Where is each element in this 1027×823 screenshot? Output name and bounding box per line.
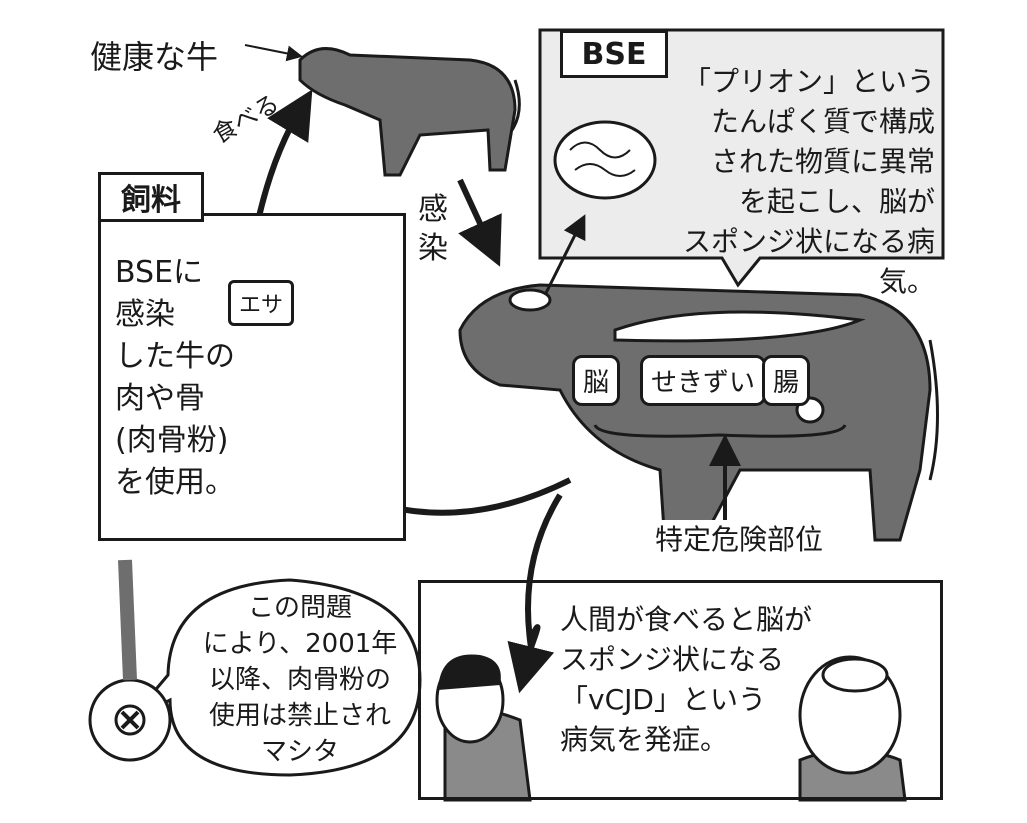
people-illustration [435, 654, 907, 802]
bse-title: BSE [560, 30, 668, 78]
brain-label: 脳 [572, 355, 621, 406]
bse-description: 「プリオン」という たんぱく質で構成 された物質に異常 を起こし、脳が スポンジ… [682, 65, 935, 298]
bubble-text: この問題 により、2001年 以降、肉骨粉の 使用は禁止され マシタ [202, 593, 398, 767]
intestine-label: 腸 [762, 355, 811, 406]
healthy-cow-label: 健康な牛 [90, 38, 219, 76]
spine-label: せきずい [640, 355, 767, 406]
bse-panel-bg [538, 28, 945, 288]
speech-bubble [128, 578, 422, 777]
risk-parts-label: 特定危険部位 [655, 520, 824, 559]
infection-label: 感染 [418, 192, 448, 266]
feed-description: BSEに 感染 した牛の 肉や骨 (肉骨粉) を使用。 [115, 255, 235, 500]
character-icon [88, 559, 172, 762]
healthy-cow-icon [298, 47, 521, 177]
spine-shape [613, 310, 866, 343]
human-panel [418, 580, 943, 800]
infected-cow-icon [458, 283, 939, 547]
feed-panel [98, 213, 406, 541]
feed-title: 飼料 [98, 172, 204, 222]
human-description: 人間が食べると脳が スポンジ状になる 「vCJD」という 病気を発症。 [560, 603, 813, 756]
jar-label: エサ [228, 280, 295, 326]
brain-icon [553, 120, 657, 200]
